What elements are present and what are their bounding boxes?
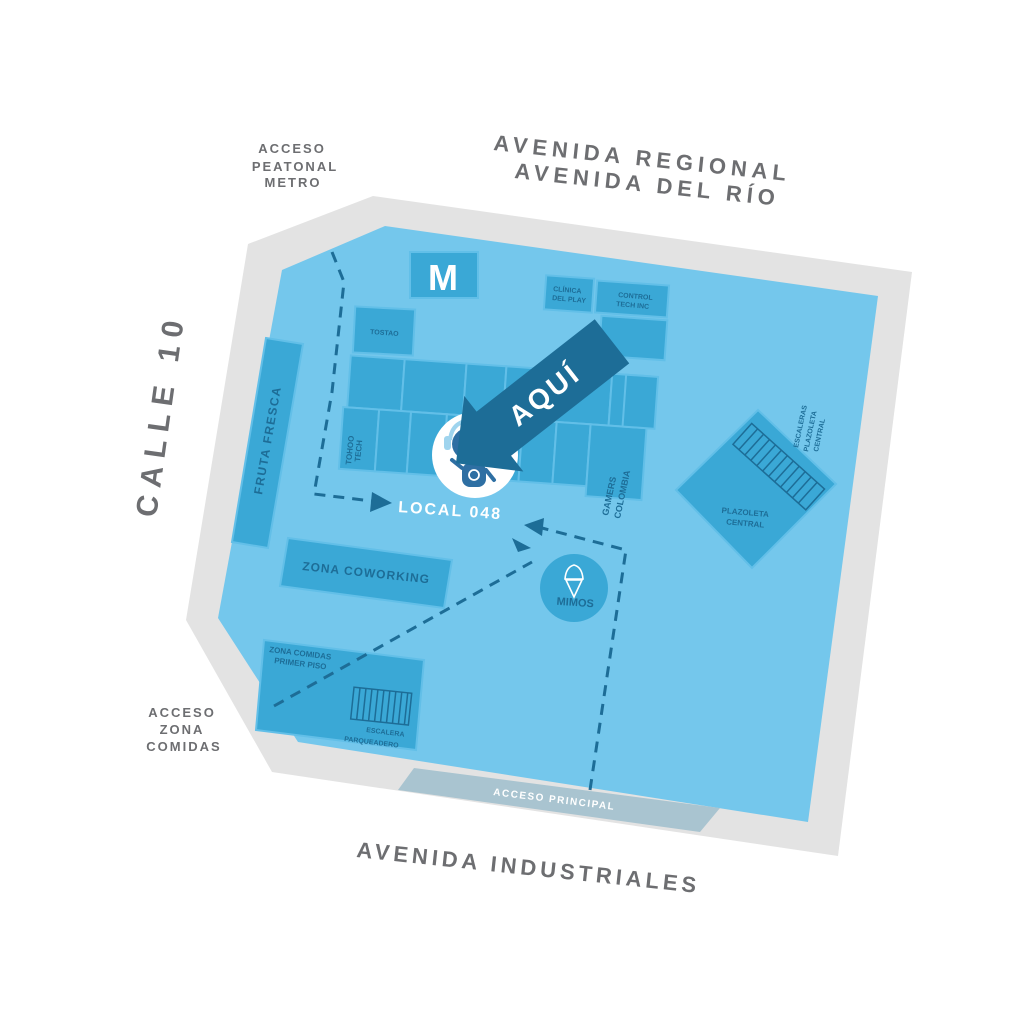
mcdonalds-logo-icon: M [428,257,458,298]
plazoleta-label-1: PLAZOLETA [721,506,769,519]
food-access-label-2: ZONA [160,722,205,737]
street-calle-10: CALLE 10 [130,311,191,519]
store-clinica-del-play [542,274,596,314]
route-food-arrow [512,538,531,552]
store-zona-coworking [278,536,454,610]
ice-cream-icon [564,564,584,599]
tohoo-label-1: TOHOO [344,435,356,465]
stairs-plazoleta-icon [731,422,826,511]
food-access-label-3: COMIDAS [146,739,221,754]
clinica-label-2: DEL PLAY [552,295,587,305]
route-metro [312,251,381,504]
control-label-1: CONTROL [618,292,654,302]
metro-access-label-1: ACCESO [258,141,326,156]
plazoleta-label-2: CENTRAL [726,517,765,529]
store-fruta-fresca [230,336,305,550]
metro-access-label-3: METRO [265,175,322,190]
store-mcdonalds [409,251,479,299]
food-access-label-1: ACCESO [148,705,216,720]
plazoleta-central [674,408,838,570]
metro-access-label-2: PEATONAL [252,159,338,174]
control-label-2: TECH INC [616,301,650,311]
store-control-tech [593,279,671,319]
street-avenida-industriales: AVENIDA INDUSTRIALES [355,837,701,898]
escalera-label-1: ESCALERA [366,727,405,739]
main-entrance-strip [398,768,720,832]
stairs-parqueadero-icon [349,686,413,726]
svg-text:M: M [428,257,458,298]
route-main-arrow [524,518,544,536]
route-metro-arrow [370,492,392,512]
clinica-label-1: CLÍNICA [553,284,582,295]
mimos-label: MIMOS [556,596,594,611]
route-main [541,526,628,791]
store-mimos [540,554,608,622]
store-tostao [351,305,417,357]
tohoo-label-2: TECH [353,439,364,462]
tostao-label: TOSTAO [370,329,399,338]
